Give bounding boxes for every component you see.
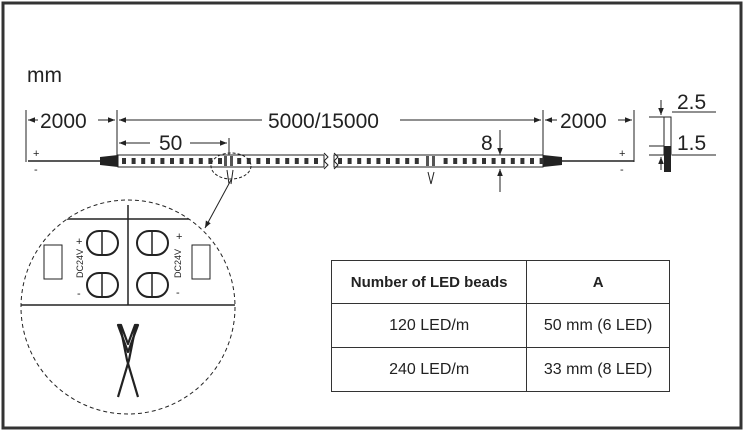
led-bead: [453, 158, 458, 164]
led-bead: [246, 158, 251, 164]
left-minus-mark: -: [34, 164, 38, 176]
scissors-icon: [116, 323, 140, 398]
led-bead: [122, 158, 126, 164]
led-bead: [366, 158, 371, 164]
led-bead: [170, 158, 174, 164]
led-bead: [266, 158, 270, 164]
detail-view: [20, 199, 236, 415]
led-bead: [304, 158, 309, 164]
table-header-cell: Number of LED beads: [330, 260, 528, 304]
led-strip: [117, 152, 544, 185]
detail-plus-left: +: [76, 236, 82, 248]
left-plus-mark: +: [33, 148, 39, 160]
led-bead: [256, 158, 261, 164]
led-bead: [150, 158, 155, 164]
right-plus-mark: +: [619, 148, 625, 160]
led-bead: [472, 158, 477, 164]
led-bead: [198, 158, 203, 164]
zoom-source-ring: [210, 152, 252, 180]
led-bead: [414, 158, 419, 164]
strip-width: 8: [481, 132, 493, 155]
lead-wires: [28, 155, 634, 167]
zoom-leader: [204, 179, 232, 229]
voltage-label-right: DC24V: [173, 249, 183, 278]
led-bead: [179, 158, 184, 164]
led-bead: [510, 158, 515, 164]
led-bead: [275, 158, 280, 164]
led-bead: [443, 158, 448, 164]
led-bead: [376, 158, 381, 164]
voltage-label-left: DC24V: [75, 249, 85, 278]
detail-plus-right: +: [176, 231, 182, 243]
table-cell: 50 mm (6 LED): [526, 303, 670, 348]
right-lead-length: 2000: [560, 110, 607, 133]
table-cell: 33 mm (8 LED): [526, 347, 670, 392]
led-bead: [285, 158, 290, 164]
led-bead: [395, 158, 400, 164]
led-bead: [482, 158, 486, 164]
cut-interval: 50: [159, 132, 182, 155]
led-bead: [386, 158, 390, 164]
pcb-thickness: 1.5: [677, 132, 706, 155]
led-bead: [237, 158, 242, 164]
table-header-cell: A: [526, 260, 670, 304]
led-bead: [520, 158, 525, 164]
led-bead: [530, 158, 534, 164]
led-bead: [141, 158, 146, 164]
led-bead: [357, 158, 362, 164]
table-cell: 120 LED/m: [330, 303, 528, 348]
led-bead: [501, 158, 506, 164]
led-bead: [491, 158, 496, 164]
led-bead: [294, 158, 299, 164]
table-header-row: Number of LED beads A: [330, 260, 670, 304]
strip-cross-section: [663, 116, 672, 172]
led-spec-table: Number of LED beads A 120 LED/m 50 mm (6…: [330, 260, 670, 392]
table-cell: 240 LED/m: [330, 347, 528, 392]
led-bead: [539, 158, 544, 164]
detail-minus-left: -: [77, 288, 81, 300]
led-bead: [338, 158, 342, 164]
led-bead: [462, 158, 467, 164]
led-bead: [218, 158, 222, 164]
led-bead: [208, 158, 213, 164]
led-bead: [347, 158, 352, 164]
led-bead: [314, 158, 318, 164]
led-bead: [189, 158, 194, 164]
led-beads: [122, 158, 544, 164]
dimension-lines: [25, 100, 716, 192]
total-thickness: 2.5: [677, 91, 706, 114]
left-lead-length: 2000: [40, 110, 87, 133]
led-bead: [131, 158, 136, 164]
right-minus-mark: -: [620, 164, 624, 176]
strip-length: 5000/15000: [268, 110, 379, 133]
detail-minus-right: -: [176, 287, 180, 299]
unit-label: mm: [27, 64, 62, 87]
led-bead: [160, 158, 165, 164]
led-bead: [405, 158, 410, 164]
table-row: 240 LED/m 33 mm (8 LED): [330, 347, 670, 392]
table-row: 120 LED/m 50 mm (6 LED): [330, 303, 670, 348]
